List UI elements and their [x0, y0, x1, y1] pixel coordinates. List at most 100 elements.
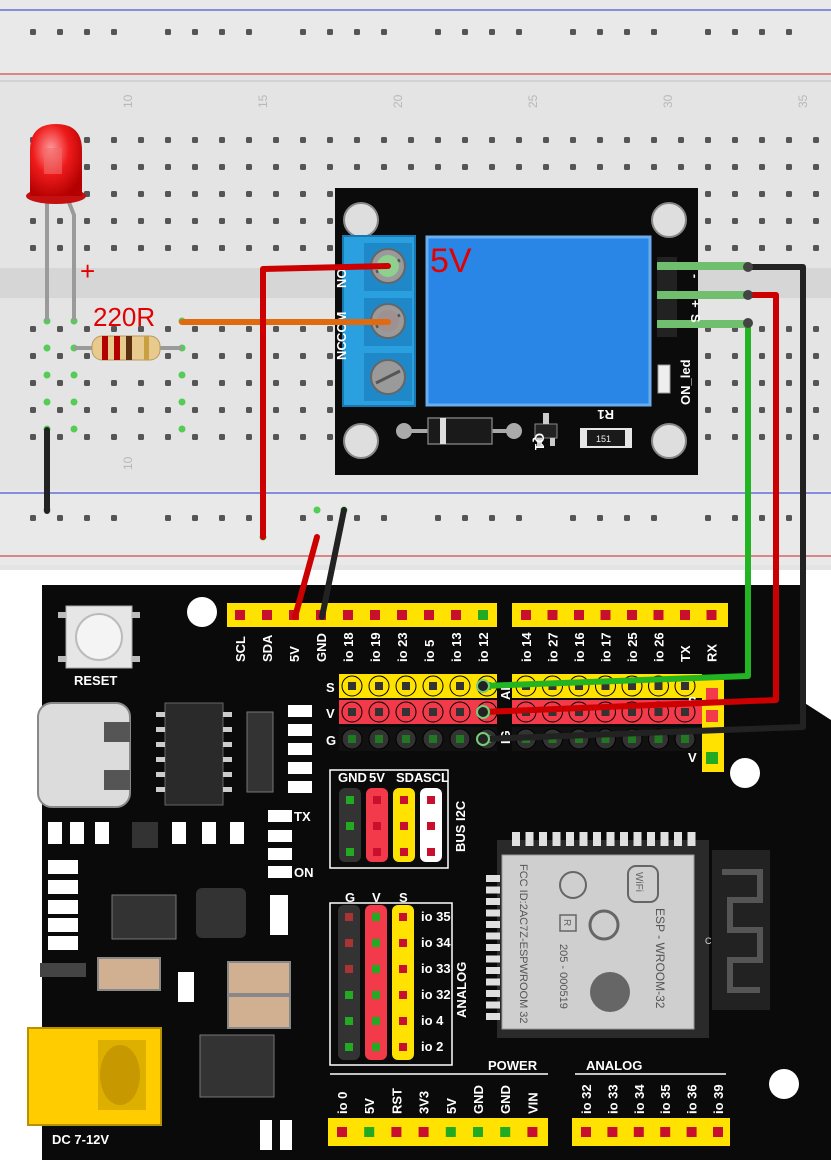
- analog-pin-label: io 35: [658, 1084, 673, 1114]
- i2c-pin: [346, 796, 354, 804]
- header-pin-pad: [575, 735, 583, 743]
- mount-hole: [187, 597, 217, 627]
- analog-pin: [399, 1017, 407, 1025]
- header-pin: [235, 610, 245, 620]
- mount-hole: [651, 202, 687, 238]
- power-pin-label: 5V: [362, 1098, 377, 1114]
- bus-i2c-col-label: SDA: [396, 770, 424, 785]
- header-pin: [262, 610, 272, 620]
- analog-pin: [372, 1043, 380, 1051]
- analog-header-pin: [686, 1127, 697, 1137]
- header-pin-pad: [628, 735, 636, 743]
- analog-pin: [399, 965, 407, 973]
- header-pin-pad: [628, 682, 636, 690]
- analog-pin-label: io 33: [605, 1084, 620, 1114]
- dc-power-jack[interactable]: DC 7-12V: [27, 1027, 162, 1147]
- header-pin-pad: [681, 735, 689, 743]
- header-pin-pad: [601, 708, 610, 716]
- header-label: SDA: [260, 634, 275, 662]
- header-label: io 17: [599, 632, 614, 662]
- tx-led-label: TX: [294, 809, 311, 824]
- header-pin: [370, 610, 380, 620]
- header-pin-pad: [429, 708, 437, 716]
- wire-gnd: [480, 264, 806, 742]
- capacitor: [227, 961, 291, 995]
- header-pin-pad: [375, 735, 383, 743]
- i2c-pin: [400, 822, 408, 830]
- header-pin: [451, 610, 461, 620]
- analog-pin: [345, 1017, 353, 1025]
- diode-smd: [40, 963, 86, 977]
- column-number: 35: [796, 94, 810, 108]
- relay-pin-label-s: S: [688, 314, 703, 323]
- analog-row-label: io 2: [421, 1039, 443, 1054]
- analog-pin: [399, 939, 407, 947]
- analog-pin-label: io 39: [711, 1084, 726, 1114]
- side-pins: [702, 680, 724, 772]
- controller-board: RESET: [27, 585, 831, 1160]
- analog-row-label: io 34: [421, 935, 451, 950]
- i2c-pin: [373, 796, 381, 804]
- analog-row-label: io 35: [421, 909, 451, 924]
- i2c-pin: [427, 848, 435, 856]
- column-number: 15: [256, 94, 270, 108]
- row-label-s: S: [326, 680, 335, 695]
- i2c-pin: [400, 848, 408, 856]
- header-label: GND: [314, 633, 329, 662]
- power-pin: [337, 1127, 347, 1137]
- analog-row-label: io 33: [421, 961, 451, 976]
- power-pin-label: GND: [498, 1085, 513, 1114]
- analog-pin: [345, 965, 353, 973]
- power-pin-label: 5V: [444, 1098, 459, 1114]
- header-pin: [706, 610, 717, 620]
- header-pin: [547, 610, 558, 620]
- header-pin-pad: [681, 682, 689, 690]
- wire-5v-rail: [292, 534, 320, 620]
- header-pin-pad: [375, 708, 383, 716]
- analog-row-label: io 4: [421, 1013, 444, 1028]
- header-pin-pad: [456, 735, 464, 743]
- header-label: SCL: [233, 636, 248, 662]
- smd-code: 151: [596, 434, 611, 444]
- header-label: io 12: [476, 632, 491, 662]
- analog-pin-label: io 34: [632, 1084, 647, 1114]
- header-pin-pad: [402, 735, 410, 743]
- header-pin: [653, 610, 664, 620]
- reset-label: RESET: [74, 673, 117, 688]
- usb-uart-chip: [156, 702, 232, 806]
- wire-5v-no: [260, 263, 391, 540]
- usb-c-port[interactable]: [37, 702, 131, 808]
- relay-module: NO COM NC 5V - + S ON_led: [334, 188, 749, 475]
- i2c-pin: [427, 822, 435, 830]
- power-pin-label: 3V3: [417, 1091, 432, 1114]
- header-pin: [521, 610, 531, 620]
- header-pin-pad: [456, 708, 464, 716]
- header-pin-pad: [402, 682, 410, 690]
- lower-column-number: 10: [121, 456, 135, 470]
- header-pin: [397, 610, 407, 620]
- mount-hole: [343, 423, 379, 459]
- diode: [396, 417, 522, 445]
- wires: [44, 262, 806, 746]
- reset-button[interactable]: RESET: [58, 605, 140, 688]
- header-pin-pad: [654, 682, 663, 690]
- mount-hole: [730, 758, 760, 788]
- power-pin: [527, 1127, 538, 1137]
- i2c-pin: [346, 822, 354, 830]
- header-pin-pad: [348, 708, 356, 716]
- header-pin: [478, 610, 488, 620]
- power-pin: [391, 1127, 402, 1137]
- analog-pin-label: io 36: [685, 1084, 700, 1114]
- header-label: io 27: [546, 632, 561, 662]
- analog-col-label: S: [399, 890, 408, 905]
- header-label: TX: [678, 645, 693, 662]
- analog-pin: [345, 939, 353, 947]
- bus-i2c-col-label: 5V: [369, 770, 385, 785]
- power-pin: [445, 1127, 456, 1137]
- header-pin: [627, 610, 637, 620]
- esp-name-text: ESP - WROOM-32: [653, 908, 667, 1009]
